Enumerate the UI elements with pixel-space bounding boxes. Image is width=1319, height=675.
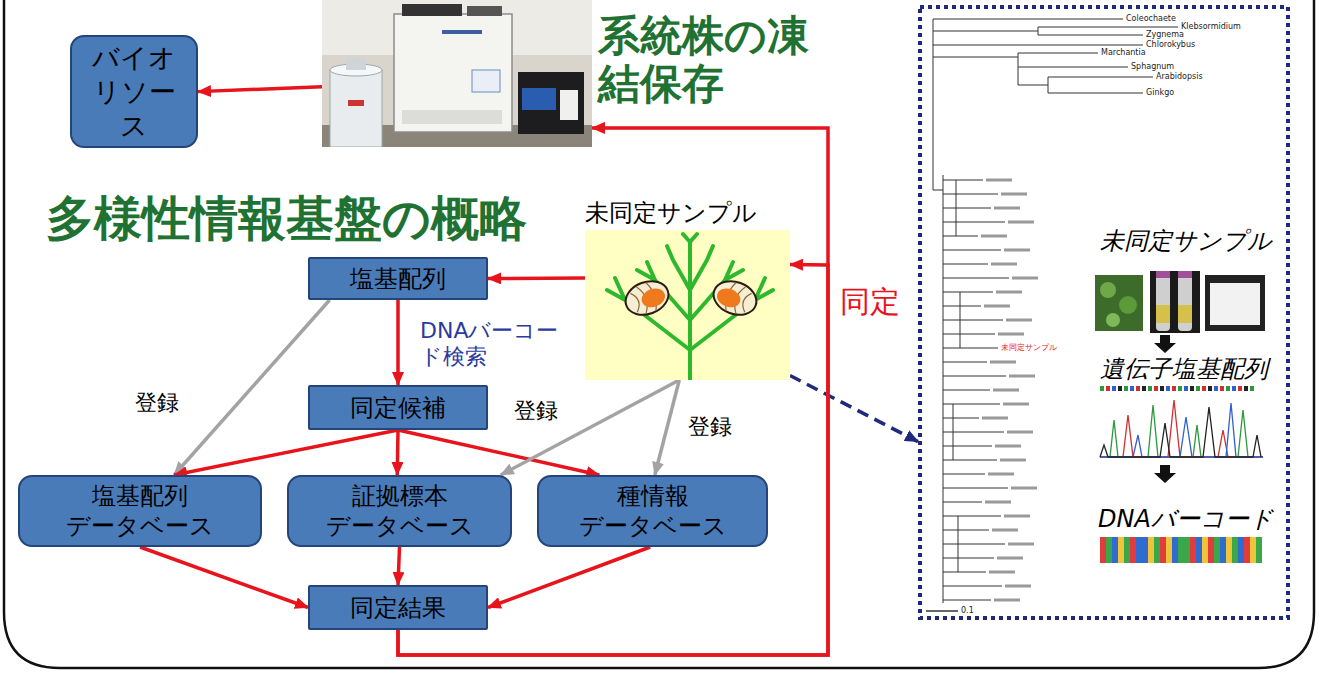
box-text: バイオリソース bbox=[82, 41, 186, 142]
flow-arrow bbox=[790, 376, 918, 442]
box-text: 同定候補 bbox=[350, 393, 446, 423]
sample-tip-label: 未同定サンプル bbox=[1001, 343, 1057, 353]
flow-arrow bbox=[488, 276, 585, 280]
database-box: 種情報 データベース bbox=[537, 475, 768, 547]
species-label: Marchantia bbox=[1101, 48, 1146, 58]
process-box: 塩基配列 bbox=[308, 257, 488, 300]
flow-arrow bbox=[396, 430, 400, 475]
species-label: Sphagnum bbox=[1131, 62, 1174, 72]
edge-label: DNAバーコード検索 bbox=[418, 318, 574, 371]
connector-group bbox=[140, 87, 918, 655]
process-box: 同定結果 bbox=[308, 585, 488, 630]
flow-arrow bbox=[198, 87, 322, 92]
panel-text: DNAバーコード bbox=[1098, 505, 1274, 534]
flow-arrow bbox=[488, 547, 650, 608]
edge-label: 登録 bbox=[512, 398, 560, 424]
box-text: 種情報 データベース bbox=[549, 481, 756, 541]
flow-arrow bbox=[396, 300, 400, 385]
species-label: Coleochaete bbox=[1126, 14, 1176, 24]
species-label: Ginkgo bbox=[1146, 88, 1174, 98]
freezer-photo bbox=[322, 0, 592, 147]
flow-arrow bbox=[398, 547, 400, 585]
flow-arrow bbox=[501, 380, 680, 475]
sample-illustration bbox=[585, 230, 790, 380]
diagram-title: 多様性情報基盤の概略 bbox=[46, 192, 527, 245]
box-text: 塩基配列 データベース bbox=[30, 481, 250, 541]
scale-label: 0.1 bbox=[961, 606, 974, 616]
database-box: 塩基配列 データベース bbox=[18, 475, 262, 547]
flow-arrow bbox=[655, 380, 679, 475]
sample-panel: 未同定サンプル bbox=[585, 230, 790, 380]
panel-text: 遺伝子塩基配列 bbox=[1100, 355, 1268, 384]
database-box: 証拠標本 データベース bbox=[287, 475, 512, 547]
species-label: Chlorokybus bbox=[1146, 40, 1195, 50]
species-label: Klebsormidium bbox=[1181, 22, 1241, 32]
box-text: 塩基配列 bbox=[350, 264, 446, 294]
flow-arrow bbox=[140, 547, 308, 608]
process-box: 同定候補 bbox=[308, 385, 488, 430]
box-text: 同定結果 bbox=[350, 593, 446, 623]
box-text: 証拠標本 データベース bbox=[299, 481, 500, 541]
species-label: Zygnema bbox=[1146, 30, 1184, 40]
freezer-photo: 系統株の凍結保存 bbox=[322, 0, 592, 147]
barcode-panel: 未同定サンプル遺伝子塩基配列DNAバーコード bbox=[918, 5, 1290, 620]
species-label: Arabidopsis bbox=[1156, 72, 1203, 82]
panel-heading: 系統株の凍結保存 bbox=[598, 12, 818, 109]
frame-outline bbox=[4, 0, 1314, 668]
panel-heading: 未同定サンプル bbox=[1100, 227, 1272, 256]
flow-arrow bbox=[174, 430, 398, 475]
edge-label: 登録 bbox=[686, 414, 734, 440]
edge-label: 同定 bbox=[838, 284, 902, 320]
resource-box: バイオリソース bbox=[70, 35, 198, 148]
edge-label: 登録 bbox=[133, 390, 181, 416]
panel-heading: 未同定サンプル bbox=[585, 199, 757, 228]
